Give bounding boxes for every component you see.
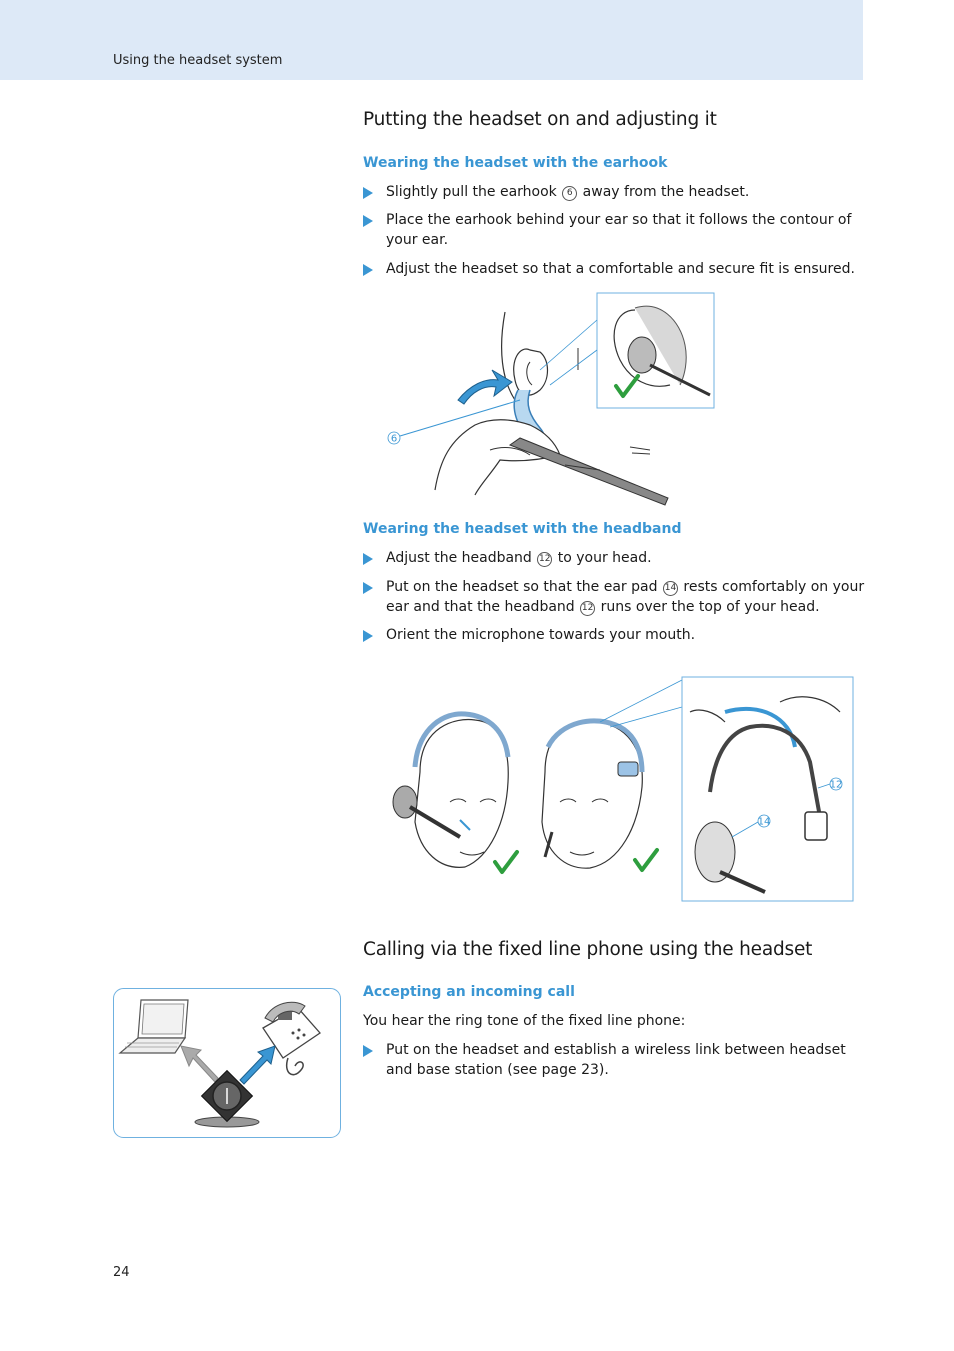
step-text: Put on the headset and establish a wirel… [386,1042,846,1078]
callout-headband: 12 [830,780,843,791]
bullet-arrow-icon [363,582,373,594]
desk-phone-icon [262,1001,321,1076]
step-text: away from the headset. [578,184,750,200]
step-text: runs over the top of your head. [596,598,820,615]
bullet-arrow-icon [363,630,373,642]
bullet-arrow-icon [363,1045,373,1057]
step-text: Put on the headset so that the ear pad [386,579,662,595]
callout-earhook: 6 [391,434,397,445]
step-incoming-1: Put on the headset and establish a wirel… [363,1041,868,1080]
subtitle-headband: Wearing the headset with the headband [363,521,682,537]
step-text: Adjust the headband [386,550,537,566]
bullet-arrow-icon [363,187,373,199]
ref-number: 12 [580,600,596,616]
incoming-intro: You hear the ring tone of the fixed line… [363,1013,686,1029]
step-text: to your head. [553,550,652,566]
step-text: Slightly pull the earhook [386,184,562,200]
subtitle-earhook: Wearing the headset with the earhook [363,155,668,171]
base-station-icon [194,1069,260,1128]
step-text: Adjust the headset so that a comfortable… [386,261,855,277]
checkmark-icon [614,374,640,398]
callout-earpad: 14 [758,817,771,828]
step-earhook-3: Adjust the headset so that a comfortable… [363,260,868,280]
bullet-arrow-icon [363,264,373,276]
laptop-icon [118,999,189,1054]
ref-number: 14 [662,581,678,596]
section-title-fixed-line: Calling via the fixed line phone using t… [363,939,813,960]
running-header: Using the headset system [113,53,283,68]
ref-number: 12 [537,552,553,567]
step-headband-3: Orient the microphone towards your mouth… [363,626,868,646]
bullet-arrow-icon [363,215,373,227]
section-title-wearing: Putting the headset on and adjusting it [363,109,717,130]
subtitle-incoming-call: Accepting an incoming call [363,984,575,1000]
step-text: rests comfortably on your ear and that t… [386,579,865,615]
step-earhook-1: Slightly pull the earhook 6 away from th… [363,183,868,203]
ref-number: 6 [562,186,578,201]
step-text: Place the earhook behind your ear so tha… [386,212,852,248]
page-number: 24 [113,1265,130,1280]
bullet-arrow-icon [363,553,373,565]
earhook-illustration: 6 [387,292,715,506]
step-headband-1: Adjust the headband 12 to your head. [363,549,868,569]
headband-illustration: 12 14 [392,676,854,902]
base-station-diagram [113,988,341,1138]
step-earhook-2: Place the earhook behind your ear so tha… [363,211,868,250]
step-headband-2: Put on the headset so that the ear pad 1… [363,578,868,617]
step-text: Orient the microphone towards your mouth… [386,627,696,643]
header-band [0,0,863,80]
